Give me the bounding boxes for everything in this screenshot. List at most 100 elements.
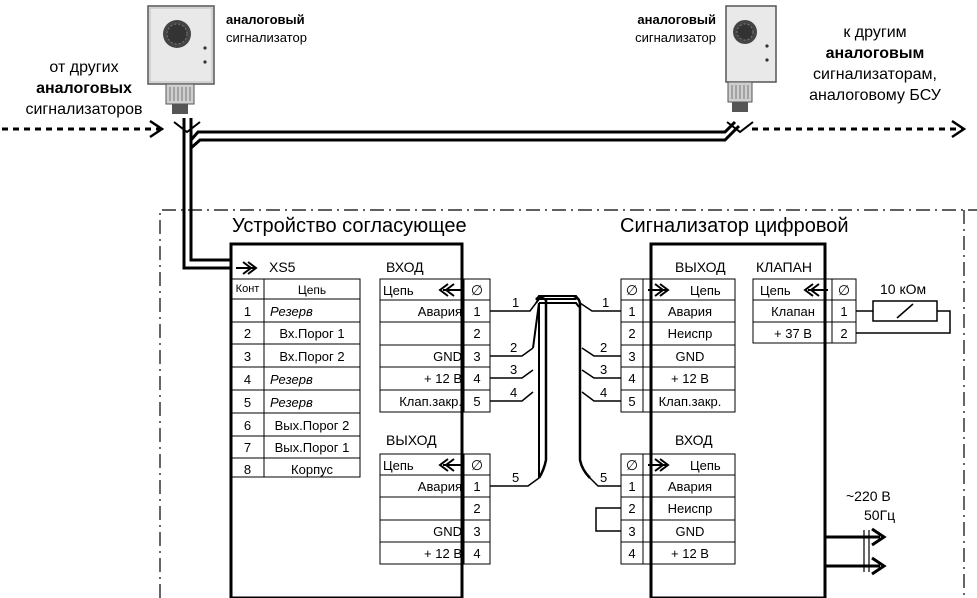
outgoing-label-line2: аналоговым <box>825 45 925 62</box>
left-output-ground: ∅ <box>470 457 484 473</box>
left-input-row-name: GND <box>433 349 462 364</box>
left-output-row-number: 1 <box>473 479 481 494</box>
xs5-row-number: 2 <box>243 326 252 341</box>
left-input-row-name: Авария <box>417 304 462 319</box>
xs5-row-chain: Резерв <box>270 304 313 319</box>
wire-number-right: 4 <box>600 385 608 400</box>
incoming-label-line1: от других <box>49 59 119 76</box>
right-input-ground: ∅ <box>625 457 639 473</box>
left-input-row-number: 3 <box>473 349 481 364</box>
wire-number-right: 2 <box>600 340 608 355</box>
power-label-line2: 50Гц <box>864 507 896 523</box>
device-right-frame <box>649 242 827 598</box>
wire-number-right: 3 <box>600 362 608 377</box>
xs5-row-chain: Резерв <box>270 395 313 410</box>
valve-resistor-circuit <box>856 300 951 334</box>
right-output-row-name: Авария <box>667 304 713 319</box>
xs5-table <box>230 278 361 478</box>
xs5-row-number: 3 <box>243 349 252 364</box>
right-output-row-number: 3 <box>628 349 636 364</box>
sensor-right-label: сигнализатор <box>635 30 716 45</box>
left-output-title: ВЫХОД <box>386 432 437 448</box>
resistor-label: 10 кОм <box>880 281 927 297</box>
right-output-row-name: GND <box>675 349 705 364</box>
valve-row-number: 1 <box>840 304 848 319</box>
wire-number-left: 3 <box>510 362 518 377</box>
xs5-row-number: 6 <box>243 418 252 433</box>
sensor-left-body <box>147 5 215 114</box>
valve-row-number: 2 <box>840 326 848 341</box>
right-input-row-name: GND <box>675 524 705 539</box>
xs5-row-chain: Вых.Порог 2 <box>274 418 350 433</box>
valve-head: Цепь <box>760 283 791 298</box>
valve-table <box>752 278 857 344</box>
outgoing-label-line3: сигнализаторам, <box>813 66 937 83</box>
sensor-right-label-bold: аналоговый <box>637 12 716 27</box>
incoming-label-line2: аналоговых <box>36 80 132 97</box>
left-output-table <box>379 453 491 565</box>
wire-bundle <box>532 295 580 478</box>
power-label-line1: ~220 В <box>846 488 891 504</box>
wire-number-left: 1 <box>512 295 520 310</box>
right-input-row-number: 1 <box>628 479 636 494</box>
left-input-row-number: 1 <box>473 304 481 319</box>
wire-number-left: 4 <box>510 385 518 400</box>
sensor-left-label: сигнализатор <box>226 30 307 45</box>
device-left-title: Устройство согласующее <box>232 215 467 237</box>
xs5-head-chain: Цепь <box>297 283 327 297</box>
connector-symbols <box>236 261 828 472</box>
wire-number-right: 5 <box>600 470 608 485</box>
outgoing-label-line1: к другим <box>843 24 907 41</box>
left-input-row-name: Клап.закр. <box>399 394 462 409</box>
valve-row-name: Клапан <box>771 304 815 319</box>
xs5-row-chain: Вх.Порог 1 <box>279 326 345 341</box>
left-input-row-name: + 12 В <box>424 371 462 386</box>
right-output-row-name: Клап.закр. <box>658 394 722 409</box>
right-input-row-name: Авария <box>667 479 713 494</box>
connector-xs5-label: XS5 <box>269 259 296 275</box>
right-input-table <box>620 453 736 565</box>
right-input-row-number: 3 <box>628 524 636 539</box>
right-input-row-number: 2 <box>628 501 636 516</box>
incoming-label-line3: сигнализаторов <box>25 101 143 118</box>
xs5-row-number: 8 <box>243 462 252 477</box>
xs5-row-chain: Вых.Порог 1 <box>274 440 350 455</box>
left-output-row-name: GND <box>433 524 462 539</box>
right-output-row-number: 4 <box>628 371 636 386</box>
xs5-row-chain: Резерв <box>270 372 313 387</box>
left-output-row-number: 2 <box>473 501 481 516</box>
left-output-head: Цепь <box>383 458 414 473</box>
sensor-right-body <box>725 5 777 112</box>
left-output-row-number: 3 <box>473 524 481 539</box>
power-input <box>825 527 887 576</box>
left-output-row-name: + 12 В <box>424 546 462 561</box>
right-output-row-name: Неиспр <box>667 326 713 341</box>
right-input-head: Цепь <box>690 458 721 473</box>
right-input-row-name: + 12 В <box>671 546 709 561</box>
right-output-title: ВЫХОД <box>675 259 726 275</box>
left-output-row-number: 4 <box>473 546 481 561</box>
wire-number-left: 2 <box>510 340 518 355</box>
right-output-head: Цепь <box>690 283 721 298</box>
xs5-row-number: 4 <box>243 372 252 387</box>
xs5-row-chain: Вх.Порог 2 <box>279 349 345 364</box>
right-output-ground: ∅ <box>625 282 639 298</box>
outgoing-label-line4: аналоговому БСУ <box>809 87 941 104</box>
right-input-title: ВХОД <box>675 432 713 448</box>
sensor-left-label-bold: аналоговый <box>226 12 305 27</box>
wire-number-right: 1 <box>602 295 610 310</box>
right-output-row-name: + 12 В <box>671 371 709 386</box>
left-input-head: Цепь <box>383 283 414 298</box>
right-input-row-name: Неиспр <box>667 501 713 516</box>
valve-title: КЛАПАН <box>756 259 813 275</box>
valve-ground: ∅ <box>837 282 851 298</box>
wire-number-left: 5 <box>512 470 520 485</box>
right-output-row-number: 5 <box>628 394 636 409</box>
left-input-row-number: 4 <box>473 371 481 386</box>
right-input-row-number: 4 <box>628 546 636 561</box>
wires-left <box>490 302 540 487</box>
xs5-row-number: 1 <box>243 304 252 319</box>
wires-right <box>579 302 621 532</box>
